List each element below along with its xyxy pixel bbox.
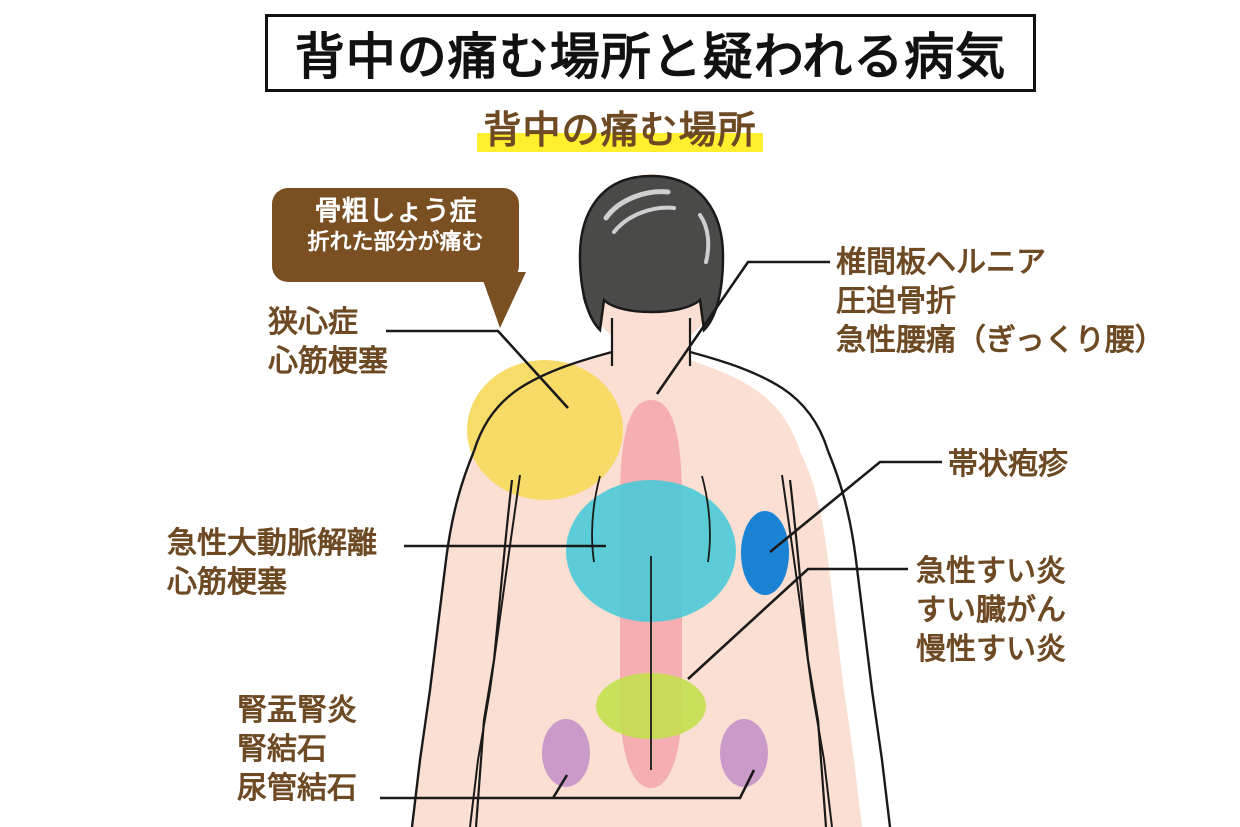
osteoporosis-callout-title: 骨粗しょう症 [314, 196, 477, 226]
leader-hernia [655, 260, 830, 395]
label-angina[interactable]: 狭心症 心筋梗塞 [268, 303, 388, 381]
right-arm-outer-outline [826, 450, 892, 827]
page-title-box: 背中の痛む場所と疑われる病気 [265, 14, 1036, 92]
label-pancreas[interactable]: 急性すい炎 すい臓がん 慢性すい炎 [916, 552, 1066, 669]
osteoporosis-callout-tail [480, 272, 526, 328]
label-kidney-line-2: 腎結石 [237, 733, 327, 766]
label-pancreas-line-3: 慢性すい炎 [916, 633, 1066, 666]
label-pancreas-line-2: すい臓がん [916, 594, 1066, 627]
label-angina-line-1: 狭心症 [268, 306, 358, 339]
yellow-shoulder-zone [467, 360, 623, 500]
label-shingles-line-1: 帯状疱疹 [948, 448, 1068, 481]
label-aortic-dissection[interactable]: 急性大動脈解離 心筋梗塞 [167, 524, 377, 602]
purple-kidney-left [542, 719, 590, 787]
blue-flank-zone [741, 511, 789, 595]
subtitle: 背中の痛む場所 [477, 99, 763, 154]
hair-highlight-1 [603, 189, 671, 221]
leader-pancreas [687, 567, 908, 680]
label-aorta-line-2: 心筋梗塞 [167, 566, 287, 599]
left-torso-side-outline [469, 474, 521, 827]
label-angina-line-2: 心筋梗塞 [268, 345, 388, 378]
osteoporosis-callout[interactable]: 骨粗しょう症 折れた部分が痛む [272, 188, 519, 282]
leader-shingles [769, 460, 942, 554]
torso-right-outline [689, 350, 830, 452]
label-hernia-line-3: 急性腰痛（ぎっくり腰） [836, 324, 1165, 357]
label-kidney-line-1: 腎盂腎炎 [237, 694, 357, 727]
osteoporosis-callout-note: 折れた部分が痛む [307, 229, 484, 255]
leader-angina [386, 329, 569, 409]
left-arm-outer-outline [410, 450, 476, 827]
hair-highlight-3 [698, 213, 711, 264]
label-aorta-line-1: 急性大動脈解離 [167, 527, 377, 560]
right-scapula-line [701, 475, 711, 563]
hair-shape [578, 174, 725, 333]
left-scapula-line [591, 475, 601, 563]
label-hernia[interactable]: 椎間板ヘルニア 圧迫骨折 急性腰痛（ぎっくり腰） [836, 243, 1165, 360]
left-arm-shape [412, 445, 512, 827]
label-kidney-line-3: 尿管結石 [237, 772, 357, 805]
right-torso-side-outline [781, 474, 833, 827]
hair-highlight-2 [612, 205, 676, 234]
subtitle-label: 背中の痛む場所 [483, 110, 757, 152]
label-hernia-line-2: 圧迫骨折 [836, 285, 956, 318]
label-kidney[interactable]: 腎盂腎炎 腎結石 尿管結石 [237, 691, 357, 808]
label-pancreas-line-1: 急性すい炎 [916, 555, 1066, 588]
torso-left-outline [472, 350, 613, 452]
body-outlines [410, 318, 892, 827]
subtitle-container: 背中の痛む場所 [0, 99, 1240, 154]
label-hernia-line-1: 椎間板ヘルニア [836, 246, 1046, 279]
leader-lines [380, 260, 942, 800]
page-title: 背中の痛む場所と疑われる病気 [294, 29, 1007, 85]
leader-kidney [380, 769, 756, 800]
cyan-mid-back-zone [566, 480, 736, 622]
purple-kidney-right [720, 719, 768, 787]
subtitle-highlight-bar [477, 133, 763, 152]
label-shingles[interactable]: 帯状疱疹 [948, 445, 1068, 484]
